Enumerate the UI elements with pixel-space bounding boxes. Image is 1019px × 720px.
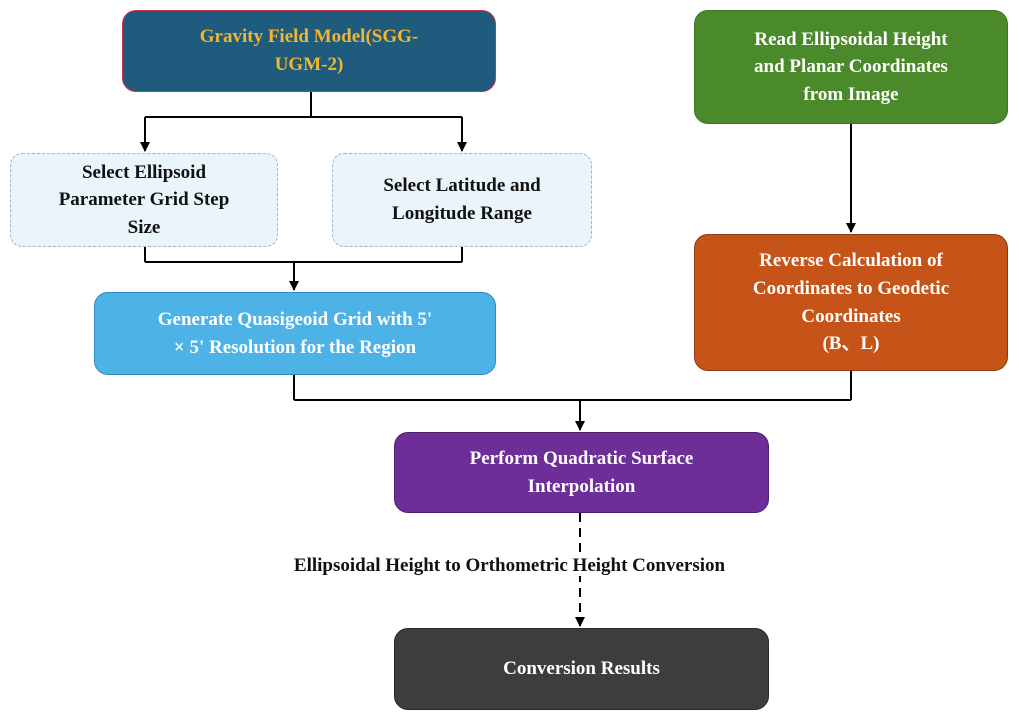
node-label: Select Latitude and Longitude Range bbox=[383, 172, 540, 227]
node-label: Conversion Results bbox=[503, 655, 660, 683]
node-label: Perform Quadratic Surface Interpolation bbox=[470, 445, 694, 500]
label-line: × 5' Resolution for the Region bbox=[173, 336, 417, 358]
label-line: Coordinates to Geodetic bbox=[752, 277, 950, 299]
edge-label-conversion: Ellipsoidal Height to Orthometric Height… bbox=[0, 552, 1019, 580]
label-line: Parameter Grid Step bbox=[58, 189, 230, 211]
node-select-lat-lon-range: Select Latitude and Longitude Range bbox=[332, 153, 592, 247]
label-line: Select Latitude and bbox=[383, 175, 541, 197]
node-label: Select Ellipsoid Parameter Grid Step Siz… bbox=[59, 159, 230, 242]
node-conversion-results: Conversion Results bbox=[394, 628, 769, 710]
label-line: Coordinates bbox=[801, 305, 901, 327]
connector-group bbox=[140, 92, 856, 627]
node-gravity-field-model: Gravity Field Model(SGG- UGM-2) bbox=[122, 10, 496, 92]
label-line: Reverse Calculation of bbox=[759, 250, 943, 272]
label-line: UGM-2) bbox=[274, 54, 344, 75]
node-generate-quasigeoid-grid: Generate Quasigeoid Grid with 5' × 5' Re… bbox=[94, 292, 496, 375]
label-line: from Image bbox=[803, 83, 899, 105]
label-line: (B、L) bbox=[822, 333, 880, 355]
label-line: Select Ellipsoid bbox=[81, 161, 207, 183]
label-line: Longitude Range bbox=[392, 203, 532, 224]
label-line: Gravity Field Model(SGG- bbox=[199, 26, 419, 48]
node-reverse-calculation: Reverse Calculation of Coordinates to Ge… bbox=[694, 234, 1008, 371]
node-select-ellipsoid-step: Select Ellipsoid Parameter Grid Step Siz… bbox=[10, 153, 278, 247]
node-label: Reverse Calculation of Coordinates to Ge… bbox=[753, 247, 949, 357]
label-line: Generate Quasigeoid Grid with 5' bbox=[157, 308, 433, 330]
node-label: Generate Quasigeoid Grid with 5' × 5' Re… bbox=[158, 306, 432, 361]
node-label: Gravity Field Model(SGG- UGM-2) bbox=[200, 23, 418, 78]
edge-label-text: Ellipsoidal Height to Orthometric Height… bbox=[289, 555, 730, 576]
label-line: Perform Quadratic Surface bbox=[469, 447, 694, 469]
label-line: Read Ellipsoidal Height bbox=[754, 28, 948, 50]
label-line: Interpolation bbox=[527, 475, 636, 497]
label-line: and Planar Coordinates bbox=[754, 56, 948, 78]
node-read-ellipsoidal-height: Read Ellipsoidal Height and Planar Coord… bbox=[694, 10, 1008, 124]
label-line: Size bbox=[127, 216, 161, 238]
label-line: Conversion Results bbox=[503, 658, 660, 680]
node-quadratic-interpolation: Perform Quadratic Surface Interpolation bbox=[394, 432, 769, 513]
node-label: Read Ellipsoidal Height and Planar Coord… bbox=[754, 26, 948, 109]
